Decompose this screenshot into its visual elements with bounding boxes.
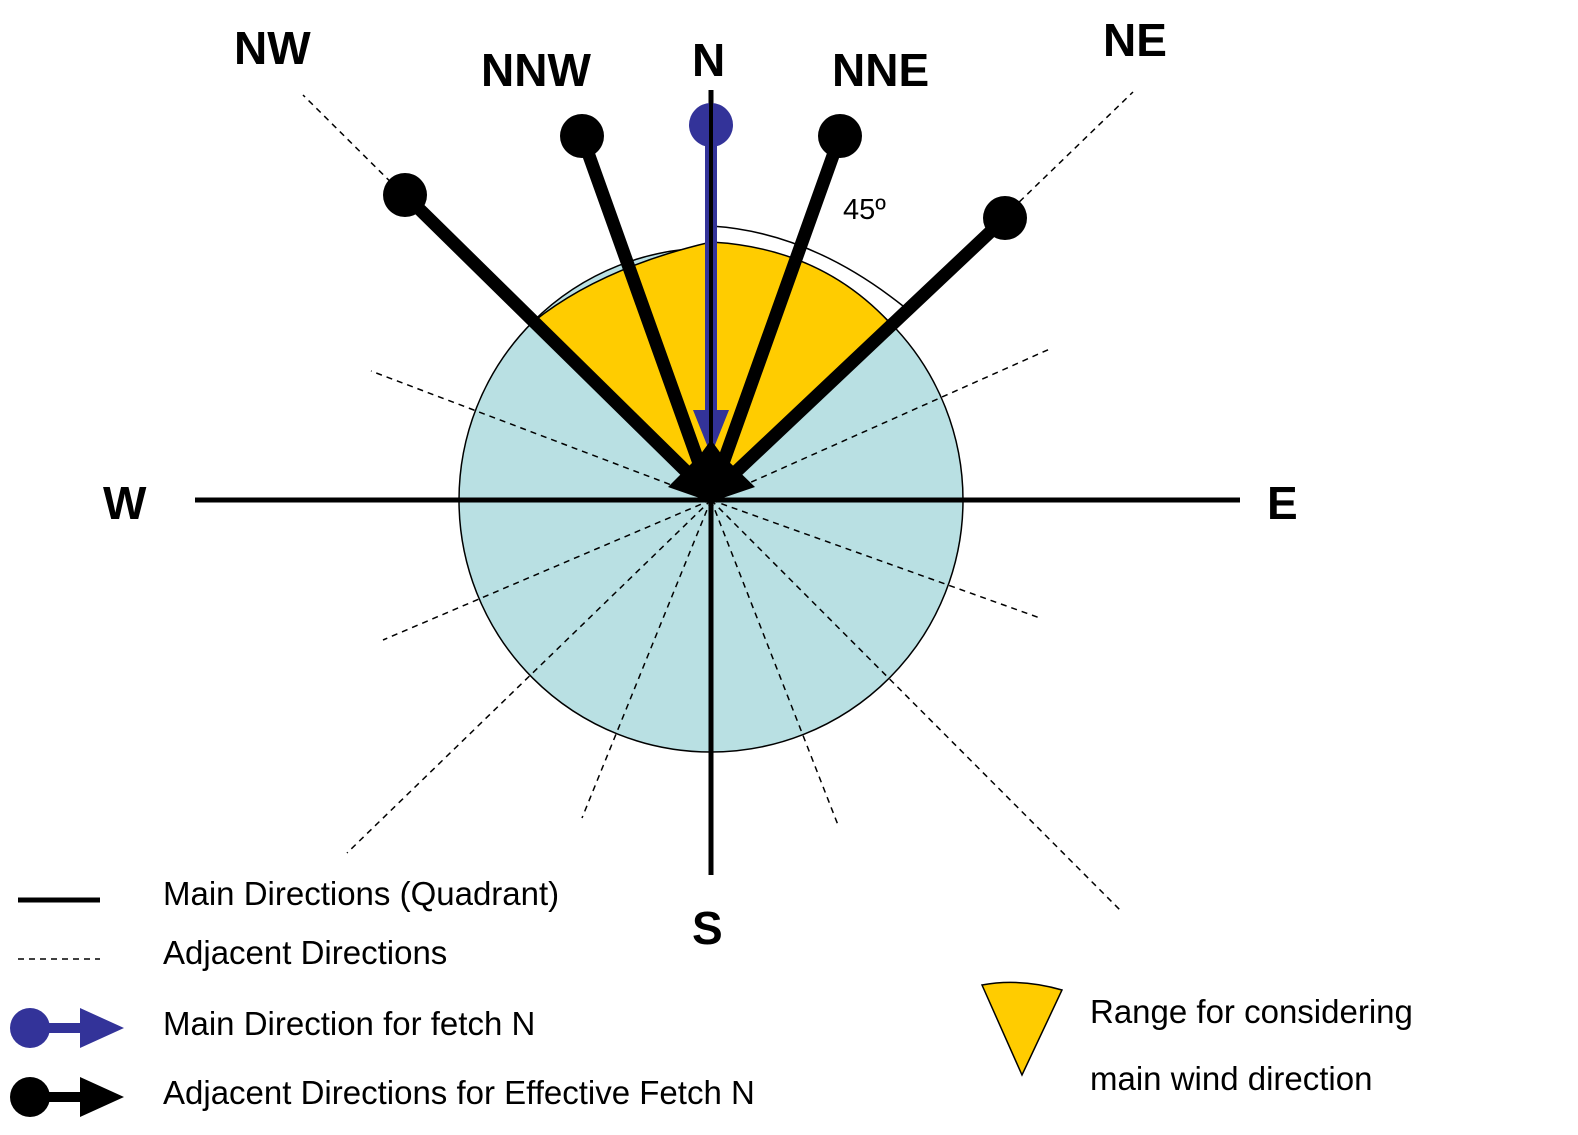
legend-range-sector-icon <box>980 981 1064 1077</box>
nw-ball-icon <box>383 173 427 217</box>
label-e: E <box>1267 477 1298 529</box>
ne-ball-icon <box>983 196 1027 240</box>
label-nw: NW <box>234 22 311 74</box>
main-fetch-arrow-n <box>689 90 733 500</box>
legend-blue-arrow-icon <box>10 1008 124 1048</box>
label-n: N <box>692 34 726 86</box>
legend-adjacent-directions: Adjacent Directions <box>163 934 448 971</box>
legend-range-line2: main wind direction <box>1090 1060 1373 1097</box>
legend-main-fetch: Main Direction for fetch N <box>163 1005 536 1042</box>
legend-range-line1: Range for considering <box>1090 993 1413 1030</box>
label-w: W <box>103 477 147 529</box>
legend-adjacent-fetch: Adjacent Directions for Effective Fetch … <box>163 1074 755 1111</box>
label-nne: NNE <box>832 44 930 96</box>
angle-label: 45º <box>843 194 886 226</box>
angle-arc <box>710 225 904 307</box>
label-s: S <box>692 902 723 954</box>
nne-ball-icon <box>818 114 862 158</box>
legend-black-arrow-icon <box>10 1077 124 1117</box>
label-nnw: NNW <box>481 44 591 96</box>
arrowheads-center <box>668 440 755 502</box>
nnw-ball-icon <box>560 114 604 158</box>
adjacent-fetch-arrows <box>400 133 1010 490</box>
legend-main-directions: Main Directions (Quadrant) <box>163 875 560 912</box>
label-ne: NE <box>1103 14 1167 66</box>
